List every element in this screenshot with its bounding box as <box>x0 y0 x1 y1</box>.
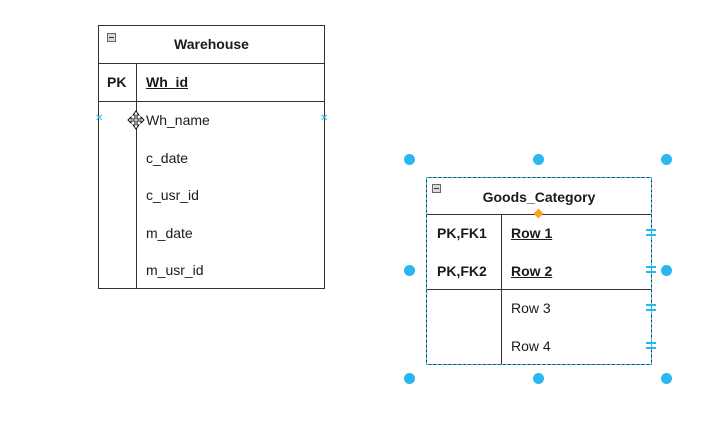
resize-handle-e[interactable] <box>661 265 672 276</box>
collapse-icon[interactable] <box>107 33 116 42</box>
row-port-icon <box>651 302 652 312</box>
key-row-2-name[interactable]: Row 2 <box>511 263 553 279</box>
field-c-date[interactable]: c_date <box>146 150 189 166</box>
warehouse-header[interactable]: Warehouse <box>99 26 324 64</box>
row-port-icon <box>651 340 652 350</box>
resize-handle-s[interactable] <box>533 373 544 384</box>
resize-handle-ne[interactable] <box>661 154 672 165</box>
field-m-usr-id[interactable]: m_usr_id <box>146 262 204 278</box>
field-c-usr-id[interactable]: c_usr_id <box>146 187 199 203</box>
resize-handle-se[interactable] <box>661 373 672 384</box>
resize-handle-n[interactable] <box>533 154 544 165</box>
key-row-1-name[interactable]: Row 1 <box>511 225 553 241</box>
move-cursor-icon <box>127 110 145 130</box>
column-divider <box>136 64 137 288</box>
row-4[interactable]: Row 4 <box>511 338 551 354</box>
key-row-2-label: PK,FK2 <box>437 263 487 279</box>
resize-handle-nw[interactable] <box>404 154 415 165</box>
key-row-1-label: PK,FK1 <box>437 225 487 241</box>
goods-category-table[interactable]: Goods_Category PK,FK1 Row 1 PK,FK2 Row 2… <box>426 177 652 365</box>
divider <box>427 289 651 290</box>
row-port-icon <box>651 227 652 237</box>
resize-handle-sw[interactable] <box>404 373 415 384</box>
field-wh-name[interactable]: Wh_name <box>146 112 210 128</box>
warehouse-table[interactable]: Warehouse PK Wh_id Wh_name c_date c_usr_… <box>98 25 325 289</box>
collapse-icon[interactable] <box>432 184 441 193</box>
warehouse-title: Warehouse <box>174 36 249 52</box>
row-port-icon <box>651 264 652 274</box>
connection-point-right[interactable]: ✕ <box>320 113 329 124</box>
divider <box>99 101 324 102</box>
pk-field[interactable]: Wh_id <box>146 74 188 90</box>
connection-point-left[interactable]: ✕ <box>95 113 104 124</box>
goods-category-title: Goods_Category <box>482 189 596 205</box>
pk-label: PK <box>107 74 127 90</box>
column-divider <box>501 215 502 364</box>
row-3[interactable]: Row 3 <box>511 300 551 316</box>
resize-handle-w[interactable] <box>404 265 415 276</box>
field-m-date[interactable]: m_date <box>146 225 193 241</box>
